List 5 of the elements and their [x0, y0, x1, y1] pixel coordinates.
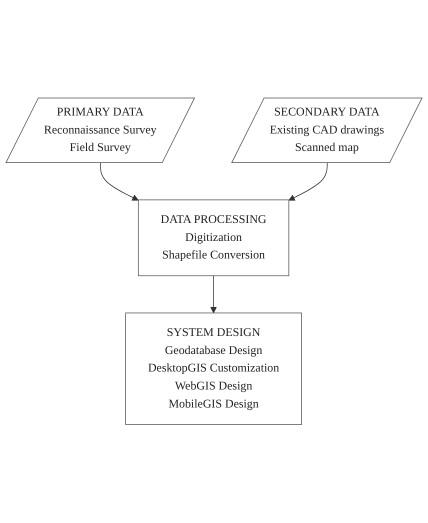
arrow	[210, 276, 217, 314]
node-box: DATA PROCESSING Digitization Shapefile Conversion	[138, 200, 290, 276]
node-box: SYSTEM DESIGN Geodatabase Design DesktopGIS Customization WebGIS Design MobileGIS Design	[125, 312, 302, 426]
arrow	[288, 162, 328, 201]
arrow	[100, 162, 139, 201]
